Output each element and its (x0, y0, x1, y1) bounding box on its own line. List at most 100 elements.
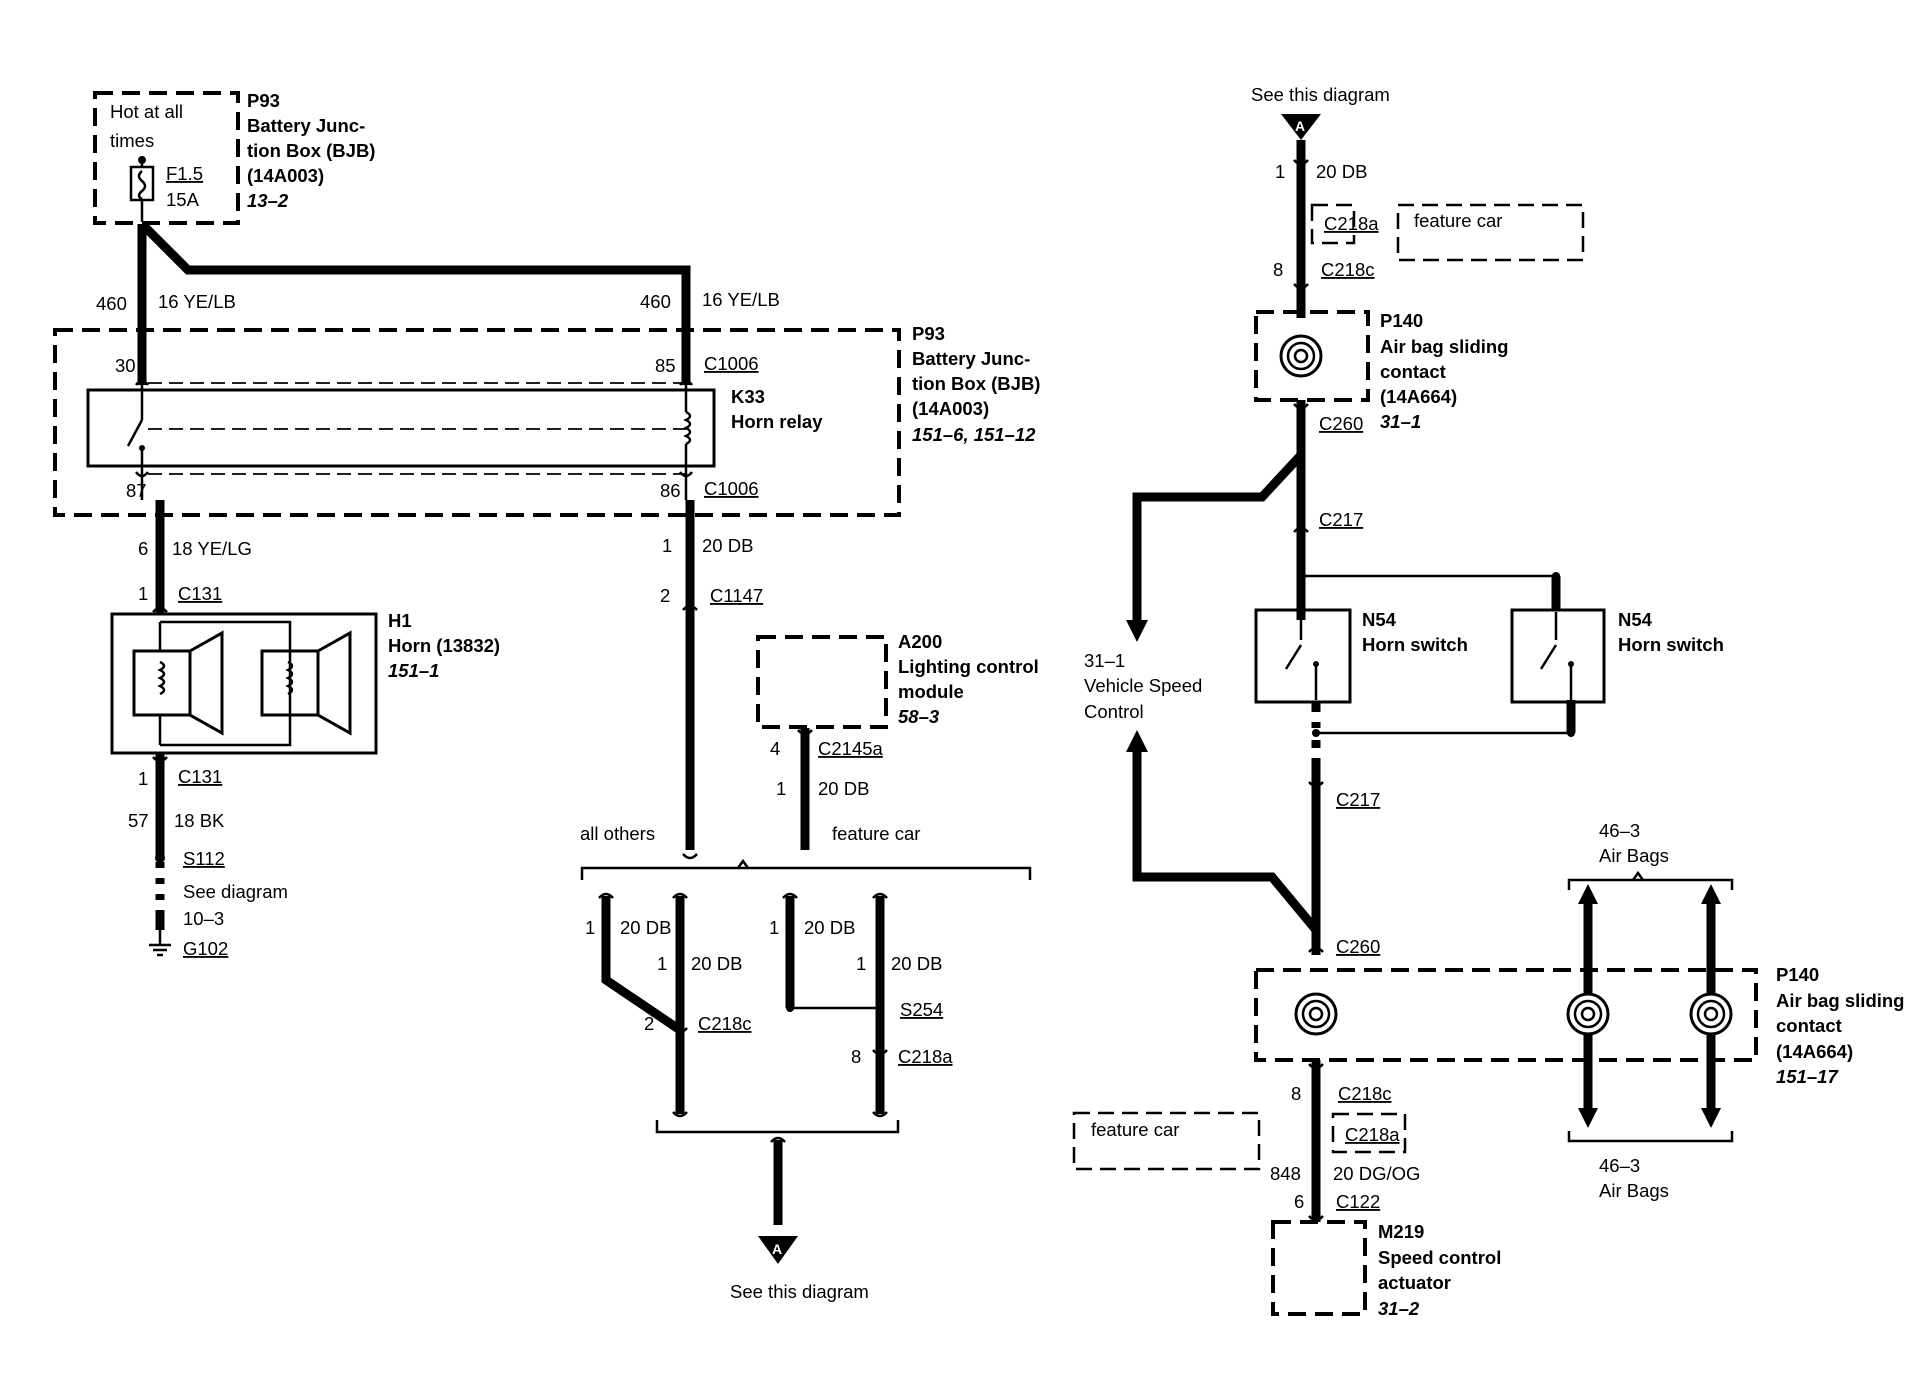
branch-c-spec: 20 DB (804, 917, 855, 938)
horn-pin-top: 1 (138, 583, 148, 604)
bottom-wire-mark (770, 1136, 786, 1143)
fuse-icon (129, 156, 155, 222)
hot-at-all-times-line1: Hot at all (110, 101, 183, 122)
airbags-bottom-bracket (1567, 1131, 1734, 1143)
p140-top-ref: 31–1 (1380, 411, 1421, 432)
bjb-ref: 151–6, 151–12 (912, 424, 1036, 445)
center-bottom-mark (682, 853, 698, 860)
airbag-arrow-down-right (1701, 1108, 1721, 1128)
wire-460-left-circuit: 460 (96, 293, 127, 314)
fuse-box-name-2: tion Box (BJB) (247, 140, 375, 161)
bjb-pin-86: 86 (660, 480, 681, 501)
m219-box (1271, 1220, 1367, 1316)
bjb-box-outline (53, 328, 901, 517)
lcm-pin: 4 (770, 738, 780, 759)
clockspring-bottom-icons (1294, 992, 1733, 1036)
bjb-name-2: tion Box (BJB) (912, 373, 1040, 394)
fuse-box-name-3: (14A003) (247, 165, 324, 186)
splice-s112: S112 (183, 848, 225, 869)
c217-bottom-mark (1308, 781, 1324, 953)
splice-s254: S254 (900, 999, 943, 1020)
arrow-a-bottom-letter: A (772, 1241, 782, 1257)
center-pin2: 2 (660, 585, 670, 606)
vsc-name-2: Control (1084, 701, 1144, 722)
n54-left-box (1254, 608, 1352, 704)
lcm-id: A200 (898, 631, 942, 652)
vsc-ref: 31–1 (1084, 650, 1125, 671)
bjb-pin-87: 87 (126, 480, 147, 501)
ground-circuit: 57 (128, 810, 149, 831)
bjb-conn-top: C1006 (704, 353, 759, 374)
m219-ref: 31–2 (1378, 1298, 1420, 1319)
vsc-arrow-down (1126, 620, 1148, 642)
branch-a-spec: 20 DB (620, 917, 671, 938)
arrow-a-top-see: See this diagram (1251, 84, 1390, 105)
ground-pin: 1 (138, 768, 148, 789)
vsc-name-1: Vehicle Speed (1084, 675, 1202, 696)
c260-label: C260 (1336, 936, 1380, 957)
lower-c218a: C218a (1345, 1124, 1400, 1145)
arrow-a-top-letter: A (1295, 118, 1305, 134)
lcm-name-2: module (898, 681, 964, 702)
p140-bottom-name-3: (14A664) (1776, 1041, 1853, 1062)
lcm-conn: C2145a (818, 738, 884, 759)
right-top-pin: 1 (1275, 161, 1285, 182)
branch-a-wire (601, 896, 683, 1034)
branch-b-spec: 20 DB (691, 953, 742, 974)
lower-feature-car: feature car (1091, 1119, 1179, 1140)
p140-top-conn: C260 (1319, 413, 1363, 434)
lcm-conn-mark (797, 729, 813, 736)
lower-conn: C122 (1336, 1191, 1380, 1212)
branch-feature-car: feature car (832, 823, 920, 844)
hot-at-all-times-line2: times (110, 130, 154, 151)
wire-vsc-bottom (1132, 748, 1320, 933)
horn-name: Horn (13832) (388, 635, 500, 656)
bjb-name-1: Battery Junc- (912, 348, 1030, 369)
horn-wire-spec: 18 YE/LG (172, 538, 252, 559)
top-bracket (580, 866, 1032, 880)
airbags-top-ref: 46–3 (1599, 820, 1640, 841)
p140-top-name-3: (14A664) (1380, 386, 1457, 407)
center-spec: 20 DB (702, 535, 753, 556)
lower-spec: 20 DG/OG (1333, 1163, 1420, 1184)
p140-top-conn-mark (1293, 403, 1309, 533)
right-top-c218c: C218c (1321, 259, 1374, 280)
p140-top-id: P140 (1380, 310, 1423, 331)
wire-460-right-spec: 16 YE/LB (702, 289, 780, 310)
lower-pin6: 6 (1294, 1191, 1304, 1212)
fuse-amps: 15A (166, 189, 200, 210)
top-bracket-notch (736, 858, 750, 869)
n54-right-box (1510, 608, 1606, 704)
c218a-label: C218a (898, 1046, 953, 1067)
bjb-pin-30: 30 (115, 355, 136, 376)
lower-c218a-box (1331, 1112, 1407, 1154)
wire-vsc-top (1132, 451, 1305, 627)
off-page-arrow-a-bottom (758, 1236, 798, 1264)
m219-name-1: Speed control (1378, 1247, 1501, 1268)
fuse-box-id: P93 (247, 90, 280, 111)
bus-bottom-dot-left (1312, 729, 1320, 737)
right-top-marks (1293, 159, 1309, 290)
lcm-pin-b: 1 (776, 778, 786, 799)
n54-right-id: N54 (1618, 609, 1653, 630)
m219-name-2: actuator (1378, 1272, 1451, 1293)
airbags-top-name: Air Bags (1599, 845, 1669, 866)
right-top-spec: 20 DB (1316, 161, 1367, 182)
c218a-top-box (1310, 203, 1356, 245)
s254-dot-left (786, 1004, 794, 1012)
c218c-pin: 2 (644, 1013, 654, 1034)
fuse-box-outline (93, 91, 240, 225)
bus-top-dot-left (1297, 572, 1305, 580)
airbags-top-bracket (1567, 878, 1734, 890)
clockspring-top-icon (1279, 334, 1323, 378)
horn-conn-top-mark (152, 606, 168, 613)
see-diagram-ref: 10–3 (183, 908, 224, 929)
relay-id: K33 (731, 386, 765, 407)
n54-right-name: Horn switch (1618, 634, 1724, 655)
lcm-ref: 58–3 (898, 706, 940, 727)
branch-all-others: all others (580, 823, 655, 844)
n54-right-switch-icon (1539, 612, 1574, 700)
horn-relay-symbol (86, 379, 716, 500)
horn-conn-top: C131 (178, 583, 222, 604)
wire-460-left-spec: 16 YE/LB (158, 291, 236, 312)
